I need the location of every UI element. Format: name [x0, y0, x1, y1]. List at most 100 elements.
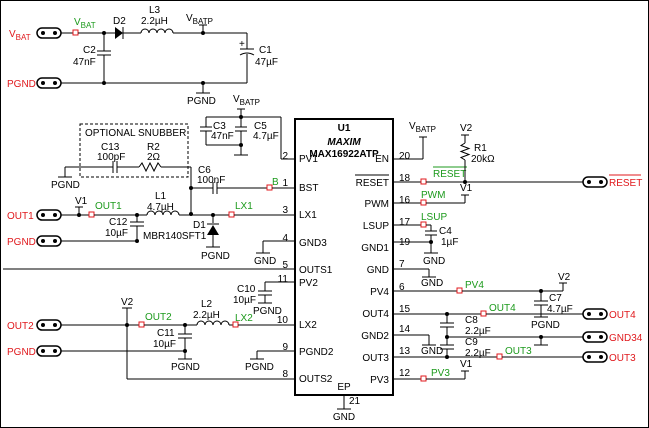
vbat-testpoint: [72, 29, 79, 36]
pin-name-pv3: PV3: [370, 375, 389, 386]
snubber-box: [79, 123, 189, 178]
c7-value: 4.7µF: [547, 304, 573, 315]
pin-name-gnd2: GND2: [361, 331, 389, 342]
pin-num-17: 17: [399, 217, 411, 228]
v2-r1-label: V2: [460, 123, 473, 134]
c13-value: 100pF: [97, 152, 125, 163]
vbat-testpoint-label: VBAT: [74, 17, 96, 30]
pin-name-pv2: PV2: [299, 278, 318, 289]
c3-value: 47nF: [211, 131, 234, 142]
l1-value: 4.7µH: [147, 202, 174, 213]
c2-value: 47nF: [73, 57, 96, 68]
b-testpoint-label: B: [272, 177, 279, 188]
chip-part: MAX16922ATP: [309, 149, 379, 160]
c6-label: C6: [198, 165, 211, 176]
c4-label: C4: [439, 226, 452, 237]
pin-num-7: 7: [399, 259, 405, 270]
vbatp-top-label: VBATP: [186, 13, 213, 26]
pwm-testpoint-label: PWM: [421, 190, 445, 201]
c7-label: C7: [549, 293, 562, 304]
lx1-testpoint-label: LX1: [235, 201, 253, 212]
v2-out2-label: V2: [121, 297, 134, 308]
out1-testpoint: [88, 211, 95, 218]
c1-value: 47µF: [255, 57, 278, 68]
out2-testpoint-label: OUT2: [145, 312, 172, 323]
d1-part: MBR140SFT1: [143, 231, 207, 242]
lsup-testpoint-label: LSUP: [421, 212, 447, 223]
reset-testpoint-label: RESET: [433, 169, 466, 180]
lx2-testpoint-label: LX2: [235, 313, 253, 324]
pgnd-bot-connector: [36, 345, 62, 357]
out4-testpoint-label: OUT4: [489, 303, 516, 314]
v1-out1-label: V1: [75, 196, 88, 207]
out1-connector-label: OUT1: [7, 211, 34, 222]
pin-name-pgnd2: PGND2: [299, 347, 334, 358]
c11-label: C11: [157, 328, 175, 339]
out3-testpoint-label: OUT3: [505, 346, 532, 357]
c6-value: 100nF: [197, 175, 225, 186]
pin-name-lx1: LX1: [299, 210, 317, 221]
l1-label: L1: [155, 191, 167, 202]
lx2-testpoint: [232, 321, 239, 328]
c12-value: 10µF: [105, 228, 128, 239]
gnd-label: GND: [421, 278, 443, 289]
pin-name-pwm: PWM: [365, 199, 389, 210]
pin-num-6: 6: [399, 282, 405, 293]
out3-connector: [582, 351, 608, 363]
gnd3-label: GND: [254, 256, 276, 267]
pin-num-4: 4: [282, 233, 288, 244]
out2-connector-label: OUT2: [7, 321, 34, 332]
c5-label: C5: [254, 121, 267, 132]
pin-num-18: 18: [399, 173, 411, 184]
pgnd-mid-label: PGND: [7, 237, 36, 248]
pgnd-c7-label: PGND: [531, 320, 560, 331]
pin-name-outs1: OUTS1: [299, 265, 333, 276]
pv3-testpoint-label: PV3: [431, 368, 450, 379]
vbat-connector: [36, 27, 62, 39]
l2-label: L2: [201, 299, 213, 310]
pin-num-15: 15: [399, 304, 411, 315]
r2-label: R2: [147, 142, 160, 153]
out4-connector-label: OUT4: [609, 310, 636, 321]
gnd34-connector-label: GND34: [609, 333, 643, 344]
v1-pv3-label: V1: [460, 359, 473, 370]
c5-value: 4.7µF: [253, 131, 279, 142]
reset-testpoint: [420, 178, 427, 185]
out4-connector: [582, 308, 608, 320]
pin-num-8: 8: [282, 369, 288, 380]
d1-diode: [207, 225, 219, 235]
c12-label: C12: [109, 217, 128, 228]
pin-name-gnd1: GND1: [361, 243, 389, 254]
pin-name-gnd3: GND3: [299, 238, 327, 249]
gnd34-connector: [582, 331, 608, 343]
pin-num-20: 20: [399, 151, 411, 162]
l2-inductor: [196, 320, 230, 326]
pv4-testpoint: [456, 287, 463, 294]
l3-label: L3: [149, 5, 161, 16]
c1-label: C1: [259, 45, 272, 56]
vbat-connector-label: VBAT: [9, 29, 31, 42]
pin-num-10: 10: [277, 315, 289, 326]
r1-resistor: [459, 142, 471, 161]
r1-label: R1: [474, 143, 487, 154]
c9-label: C9: [465, 337, 478, 348]
pgnd-top-label: PGND: [7, 79, 36, 90]
out3-connector-label: OUT3: [609, 353, 636, 364]
reset-connector: [582, 176, 608, 188]
d1-label: D1: [193, 220, 206, 231]
v1-pwm-label: V1: [460, 183, 473, 194]
out4-testpoint: [480, 310, 487, 317]
pin-name-lx2: LX2: [299, 320, 317, 331]
l2-value: 2.2µH: [193, 310, 220, 321]
gnd1-label: GND: [423, 256, 445, 267]
l3-inductor: [140, 28, 174, 34]
pin-num-3: 3: [282, 205, 288, 216]
pin-num-5: 5: [282, 260, 288, 271]
pin-name-ep: EP: [337, 382, 351, 393]
out1-connector: [36, 209, 62, 221]
snubber-label: OPTIONAL SNUBBER: [85, 128, 186, 139]
c10-value: 10µF: [233, 295, 256, 306]
pin-num-2: 2: [282, 151, 288, 162]
